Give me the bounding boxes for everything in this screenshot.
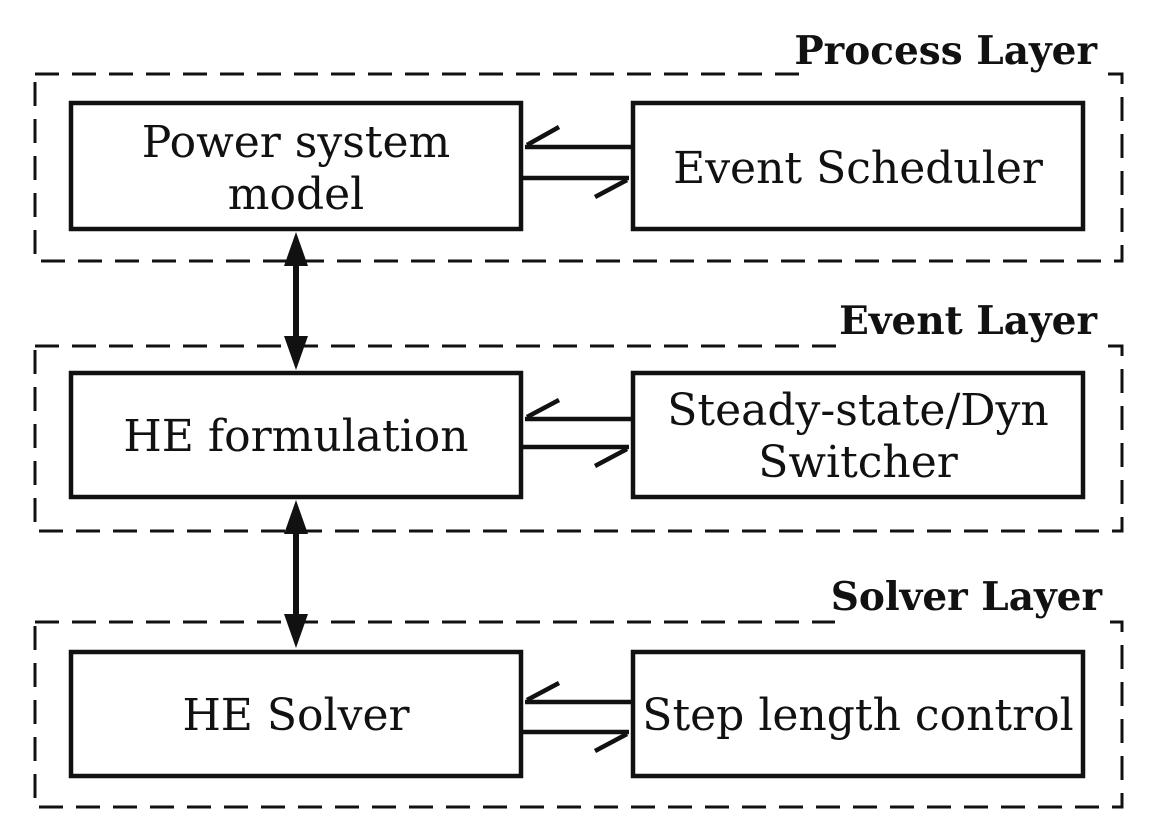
title-mask — [835, 606, 1110, 636]
arrowhead-up — [284, 500, 308, 534]
event-layer-frame — [33, 344, 1124, 533]
steady-state-dyn-switcher-box — [630, 370, 1086, 500]
half-arrow-to-left-barb — [525, 125, 561, 147]
solver-layer-frame — [33, 620, 1124, 809]
event-layer-half-arrows — [521, 398, 633, 468]
solver-layer: Solver Layer HE Solver Step length contr… — [33, 574, 1124, 809]
event-scheduler-label: Event Scheduler — [673, 143, 1044, 194]
process-layer: Process Layer Power system model Event S… — [33, 28, 1124, 263]
arrowhead-up — [284, 232, 308, 266]
title-mask — [805, 58, 1105, 88]
process-layer-frame — [33, 72, 1124, 263]
solver-layer-half-arrows — [521, 681, 633, 753]
power-system-model-label-line2: model — [228, 169, 365, 220]
process-event-double-arrow — [284, 232, 308, 370]
process-layer-title: Process Layer — [794, 28, 1097, 74]
process-layer-half-arrows — [521, 125, 633, 199]
arrowhead-down — [284, 336, 308, 370]
power-system-model-label-line1: Power system — [142, 117, 451, 168]
event-solver-double-arrow — [284, 500, 308, 648]
he-solver-label: HE Solver — [182, 690, 410, 741]
title-mask — [840, 330, 1105, 360]
arrowhead-down — [284, 614, 308, 648]
half-arrow-to-right-barb — [593, 732, 629, 753]
half-arrow-to-left-barb — [525, 398, 561, 419]
he-formulation-box — [68, 370, 524, 500]
half-arrow-to-left-barb — [525, 681, 561, 702]
event-layer: Event Layer HE formulation Steady-state/… — [33, 298, 1124, 533]
steady-state-dyn-switcher-label-line2: Switcher — [758, 437, 959, 488]
he-solver-box — [68, 649, 524, 779]
event-layer-title: Event Layer — [839, 298, 1097, 344]
he-formulation-label: HE formulation — [123, 411, 468, 462]
half-arrow-to-right-barb — [593, 178, 629, 199]
half-arrow-to-right-barb — [593, 447, 629, 468]
step-length-control-label: Step length control — [642, 690, 1073, 741]
solver-layer-title: Solver Layer — [831, 574, 1103, 620]
event-scheduler-box — [630, 100, 1086, 232]
step-length-control-box — [630, 649, 1086, 779]
power-system-model-box — [68, 100, 524, 232]
steady-state-dyn-switcher-label-line1: Steady-state/Dyn — [667, 385, 1049, 436]
